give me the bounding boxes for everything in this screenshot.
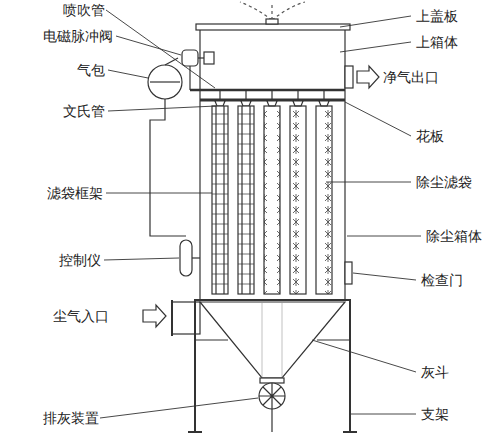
drawing-stroke	[238, 274, 254, 275]
drawing-stroke	[212, 194, 228, 195]
drawing-stroke	[212, 214, 228, 215]
drop-pipe	[271, 90, 272, 100]
bag-frame	[238, 106, 254, 294]
drawing-stroke	[238, 114, 254, 115]
drawing-stroke	[212, 154, 228, 155]
part-label: 排灰装置	[42, 410, 100, 426]
bag-frame	[212, 106, 228, 294]
part-label: 气包	[76, 62, 106, 78]
drawing-stroke	[212, 184, 228, 185]
drop-pipe	[219, 90, 220, 100]
drawing-stroke	[238, 164, 254, 165]
drawing-stroke	[238, 204, 254, 205]
part-label: 除尘滤袋	[415, 174, 473, 190]
drawing-stroke	[238, 154, 254, 155]
part-label: 电磁脉冲阀	[42, 28, 114, 44]
drawing-stroke	[212, 174, 228, 175]
part-label: 上箱体	[415, 34, 459, 50]
drawing-stroke	[238, 244, 254, 245]
part-label: 文氏管	[62, 103, 106, 119]
drawing-stroke	[212, 144, 228, 145]
venturi	[267, 101, 277, 106]
drawing-stroke	[212, 274, 228, 275]
part-label: 滤袋框架	[46, 185, 104, 201]
drawing-stroke	[238, 144, 254, 145]
part-label: 灰斗	[420, 364, 450, 380]
drawing-stroke	[212, 124, 228, 125]
part-label: 上盖板	[415, 8, 459, 24]
drawing-stroke	[238, 134, 254, 135]
venturi	[215, 101, 225, 106]
part-label: 花板	[415, 128, 445, 144]
venturi	[241, 101, 251, 106]
part-label: 支架	[420, 406, 450, 422]
drawing-stroke	[212, 254, 228, 255]
drawing-stroke	[238, 174, 254, 175]
drawing-stroke	[212, 284, 228, 285]
drawing-stroke	[238, 254, 254, 255]
part-label: 检查门	[420, 272, 464, 288]
venturi	[319, 101, 329, 106]
drawing-stroke	[212, 134, 228, 135]
drawing-stroke	[212, 264, 228, 265]
filter-bag	[264, 106, 280, 294]
drawing-stroke	[238, 184, 254, 185]
drawing-stroke	[238, 284, 254, 285]
drop-pipe	[297, 90, 298, 100]
drawing-stroke	[238, 194, 254, 195]
drawing-stroke	[212, 164, 228, 165]
drawing-stroke	[212, 244, 228, 245]
venturi	[293, 101, 303, 106]
drawing-stroke	[238, 214, 254, 215]
drawing-stroke	[238, 124, 254, 125]
drawing-stroke	[238, 234, 254, 235]
part-label: 除尘箱体	[425, 228, 483, 244]
drawing-stroke	[238, 264, 254, 265]
drawing-stroke	[212, 204, 228, 205]
part-label: 控制仪	[58, 252, 102, 268]
part-label: 净气出口	[382, 69, 440, 85]
filter-bag	[316, 106, 332, 294]
part-label: 尘气入口	[52, 308, 110, 324]
drawing-stroke	[212, 234, 228, 235]
drawing-stroke	[212, 224, 228, 225]
drawing-stroke	[238, 224, 254, 225]
drawing-stroke	[212, 114, 228, 115]
part-label: 喷吹管	[62, 2, 106, 18]
filter-bag	[290, 106, 306, 294]
drop-pipe	[323, 90, 324, 100]
drop-pipe	[245, 90, 246, 100]
